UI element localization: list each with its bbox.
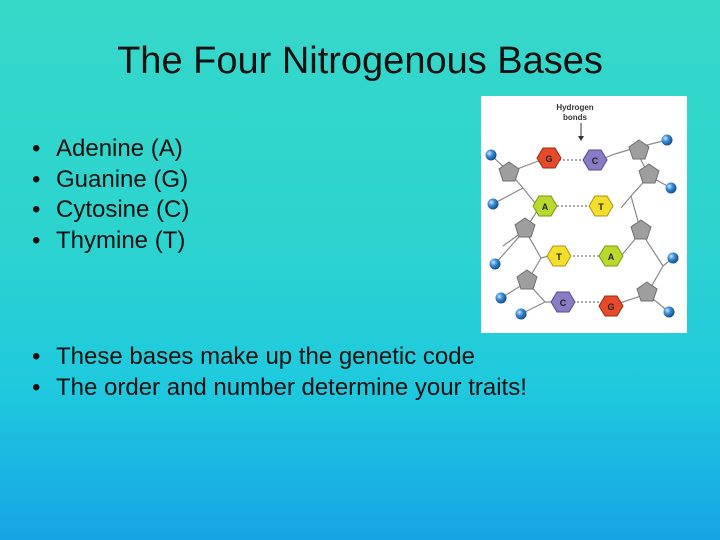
- phosphate-groups: [485, 134, 679, 320]
- note-item-genetic-code: These bases make up the genetic code: [32, 342, 692, 373]
- notes-list: These bases make up the genetic code The…: [32, 342, 692, 403]
- sugar-pentagon: [630, 219, 652, 240]
- base-g-row4: G: [598, 295, 624, 317]
- bases-list: Adenine (A) Guanine (G) Cytosine (C) Thy…: [32, 134, 452, 256]
- phosphate-ball: [489, 258, 501, 270]
- base-c-row1: C: [582, 149, 608, 171]
- svg-text:T: T: [556, 252, 562, 262]
- phosphate-ball: [665, 182, 677, 194]
- phosphate-ball: [661, 134, 673, 146]
- sugar-pentagon: [628, 139, 650, 160]
- phosphate-ball: [487, 198, 499, 210]
- dna-base-pairing-figure: Hydrogen bonds: [481, 96, 687, 333]
- dna-diagram: Hydrogen bonds: [485, 103, 679, 320]
- svg-text:A: A: [542, 202, 549, 212]
- hydrogen-bond-lines: [557, 159, 599, 303]
- svg-text:C: C: [560, 298, 567, 308]
- slide-title: The Four Nitrogenous Bases: [117, 40, 603, 82]
- base-t-row2: T: [588, 195, 614, 217]
- svg-text:T: T: [598, 202, 604, 212]
- phosphate-ball: [515, 308, 527, 320]
- phosphate-ball: [663, 306, 675, 318]
- phosphate-ball: [495, 292, 507, 304]
- label-arrowhead-icon: [578, 136, 584, 141]
- base-a-row2: A: [532, 195, 558, 217]
- base-a-row3: A: [598, 245, 624, 267]
- base-t-row3: T: [546, 245, 572, 267]
- base-c-row4: C: [550, 291, 576, 313]
- sugar-pentagon: [514, 217, 536, 238]
- hydrogen-bonds-label-line2: bonds: [563, 113, 588, 122]
- base-g-row1: G: [536, 147, 562, 169]
- svg-text:C: C: [592, 156, 599, 166]
- svg-text:G: G: [607, 302, 614, 312]
- hydrogen-bonds-label-line1: Hydrogen: [556, 103, 593, 112]
- phosphate-ball: [485, 149, 497, 161]
- note-item-traits: The order and number determine your trai…: [32, 373, 692, 404]
- sugar-pentagon: [636, 281, 658, 302]
- sugar-groups: [498, 139, 660, 302]
- base-item-cytosine: Cytosine (C): [32, 195, 452, 226]
- base-item-thymine: Thymine (T): [32, 226, 452, 257]
- sugar-pentagon: [516, 269, 538, 290]
- sugar-pentagon: [638, 163, 660, 184]
- base-item-adenine: Adenine (A): [32, 134, 452, 165]
- base-item-guanine: Guanine (G): [32, 165, 452, 196]
- svg-text:A: A: [608, 252, 615, 262]
- phosphate-ball: [667, 252, 679, 264]
- sugar-pentagon: [498, 161, 520, 182]
- svg-text:G: G: [545, 154, 552, 164]
